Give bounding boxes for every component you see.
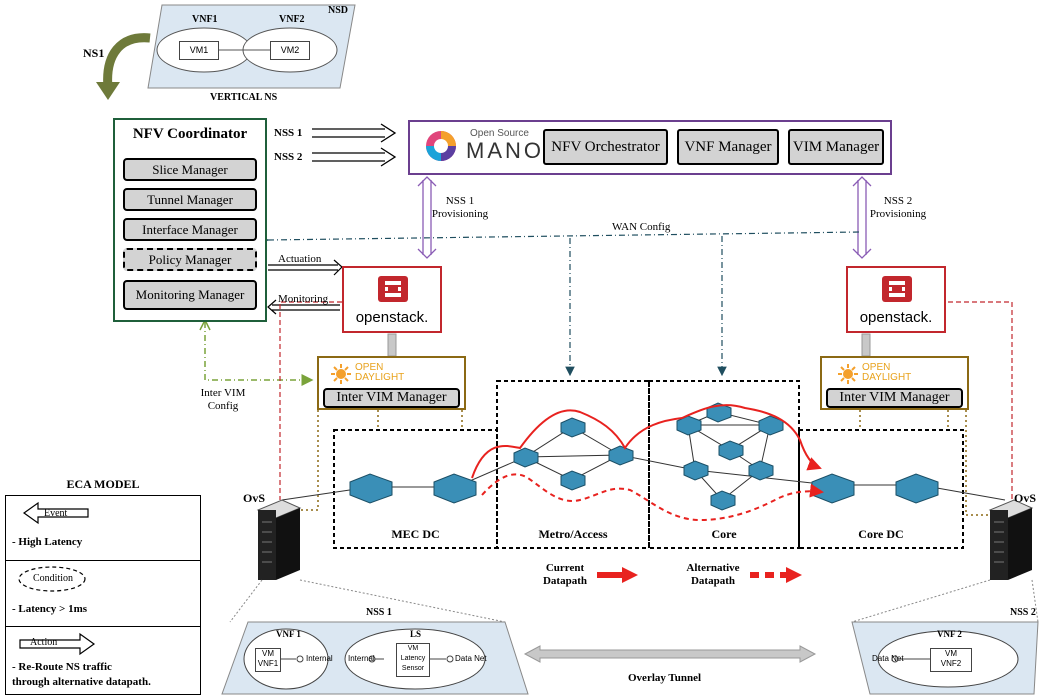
region-mec-dc: MEC DC	[391, 527, 440, 541]
actuation-label: Actuation	[278, 253, 322, 265]
eca-event-label: Event	[44, 508, 68, 519]
inter-vim-manager-left[interactable]: Inter VIM Manager	[323, 388, 460, 408]
nss1-arrow-label: NSS 1	[274, 127, 303, 139]
eca-action-desc-1: - Re-Route NS traffic	[12, 661, 112, 673]
mano-brand-big: MANO	[466, 138, 544, 163]
slice-manager[interactable]: Slice Manager	[123, 158, 257, 181]
eca-panel	[5, 495, 201, 695]
monitoring-label: Monitoring	[278, 293, 329, 305]
vm1-box: VM1	[179, 41, 219, 60]
wan-config-lines	[259, 231, 861, 377]
vim-manager-box[interactable]: VIM Manager	[788, 129, 884, 165]
openstack-odl-arrows	[387, 333, 871, 357]
eca-divider-1	[5, 560, 201, 561]
nss2-vnf2-label: VNF 2	[937, 629, 962, 639]
openstack-left-label: openstack.	[355, 309, 429, 326]
eca-action-label: Action	[30, 637, 58, 648]
eca-condition-desc: - Latency > 1ms	[12, 603, 88, 615]
odl-right-line1: OPEN	[862, 362, 891, 373]
region-core-dc: Core DC	[858, 527, 904, 541]
nss1-vnf1-label: VNF 1	[276, 629, 301, 639]
openstack-left: openstack.	[342, 266, 442, 333]
odl-right-line2: DAYLIGHT	[862, 372, 912, 383]
openstack-right-label: openstack.	[859, 309, 933, 326]
odl-dc-lines	[283, 410, 1000, 516]
interface-manager[interactable]: Interface Manager	[123, 218, 257, 241]
nfv-orchestrator-box[interactable]: NFV Orchestrator	[543, 129, 668, 165]
odl-left-line1: OPEN	[355, 362, 384, 373]
daylight-sun-icon	[838, 364, 858, 384]
nss2-arrow-label: NSS 2	[274, 151, 303, 163]
monitoring-arrow	[267, 299, 340, 315]
daylight-sun-icon	[331, 364, 351, 384]
coordinator-title: NFV Coordinator	[132, 126, 248, 142]
ns1-arrow	[103, 33, 151, 89]
nss1-ls-label: LS	[410, 629, 422, 639]
ns1-label: NS1	[83, 46, 105, 60]
eca-divider-2	[5, 626, 201, 627]
ovs-left-label: OvS	[243, 491, 266, 505]
nss2-data-net-label: Data Net	[872, 654, 904, 663]
odl-left: OPEN DAYLIGHT Inter VIM Manager	[317, 356, 466, 410]
eca-shapes	[18, 501, 96, 656]
inter-vim-manager-right[interactable]: Inter VIM Manager	[826, 388, 963, 408]
ovs-server-left	[256, 499, 302, 580]
vertical-ns-caption: VERTICAL NS	[210, 92, 278, 103]
switches	[349, 402, 939, 511]
vnf-manager-box[interactable]: VNF Manager	[677, 129, 779, 165]
region-core: Core	[711, 527, 737, 541]
vnf1-label: VNF1	[192, 14, 218, 25]
openstack-right: openstack.	[846, 266, 946, 333]
monitoring-manager[interactable]: Monitoring Manager	[123, 280, 257, 310]
policy-manager[interactable]: Policy Manager	[123, 248, 257, 271]
nss1-internal-label: Internal	[306, 654, 333, 663]
wan-config-label: WAN Config	[612, 221, 671, 233]
openstack-logo-icon	[882, 276, 912, 302]
nss1-data-net-label: Data Net	[455, 654, 487, 663]
region-metro-access: Metro/Access	[538, 527, 608, 541]
provisioning-arrows	[417, 176, 872, 259]
tunnel-manager[interactable]: Tunnel Manager	[123, 188, 257, 211]
eca-title: ECA MODEL	[66, 477, 140, 491]
vm2-box: VM2	[270, 41, 310, 60]
openstack-ovs-lines	[279, 301, 1013, 500]
vnf2-label: VNF2	[279, 14, 305, 25]
odl-left-line2: DAYLIGHT	[355, 372, 405, 383]
nss1-detail-label: NSS 1	[366, 607, 392, 618]
eca-event-desc: - High Latency	[12, 536, 83, 548]
mano-logo-icon	[424, 129, 458, 163]
eca-condition-label: Condition	[33, 573, 74, 584]
region-boxes	[333, 380, 964, 549]
alternative-datapath	[481, 473, 824, 522]
current-datapath	[471, 404, 822, 479]
nss2-detail-label: NSS 2	[1010, 607, 1036, 618]
overlay-tunnel-label: Overlay Tunnel	[628, 672, 702, 684]
mano-brand-small: Open Source	[470, 128, 529, 139]
eca-action-desc-2: through alternative datapath.	[12, 676, 151, 688]
ovs-right-label: OvS	[1014, 491, 1037, 505]
nss-arrows	[312, 123, 397, 167]
ovs-server-right	[988, 499, 1034, 580]
nsd-label: NSD	[328, 5, 349, 16]
openstack-logo-icon	[378, 276, 408, 302]
nss1-ls-internal-label: Internal	[348, 654, 375, 663]
inter-vim-config-line	[204, 322, 314, 386]
overlay-tunnel-arrow	[523, 645, 817, 663]
zoom-lines	[229, 579, 1039, 623]
odl-right: OPEN DAYLIGHT Inter VIM Manager	[820, 356, 969, 410]
